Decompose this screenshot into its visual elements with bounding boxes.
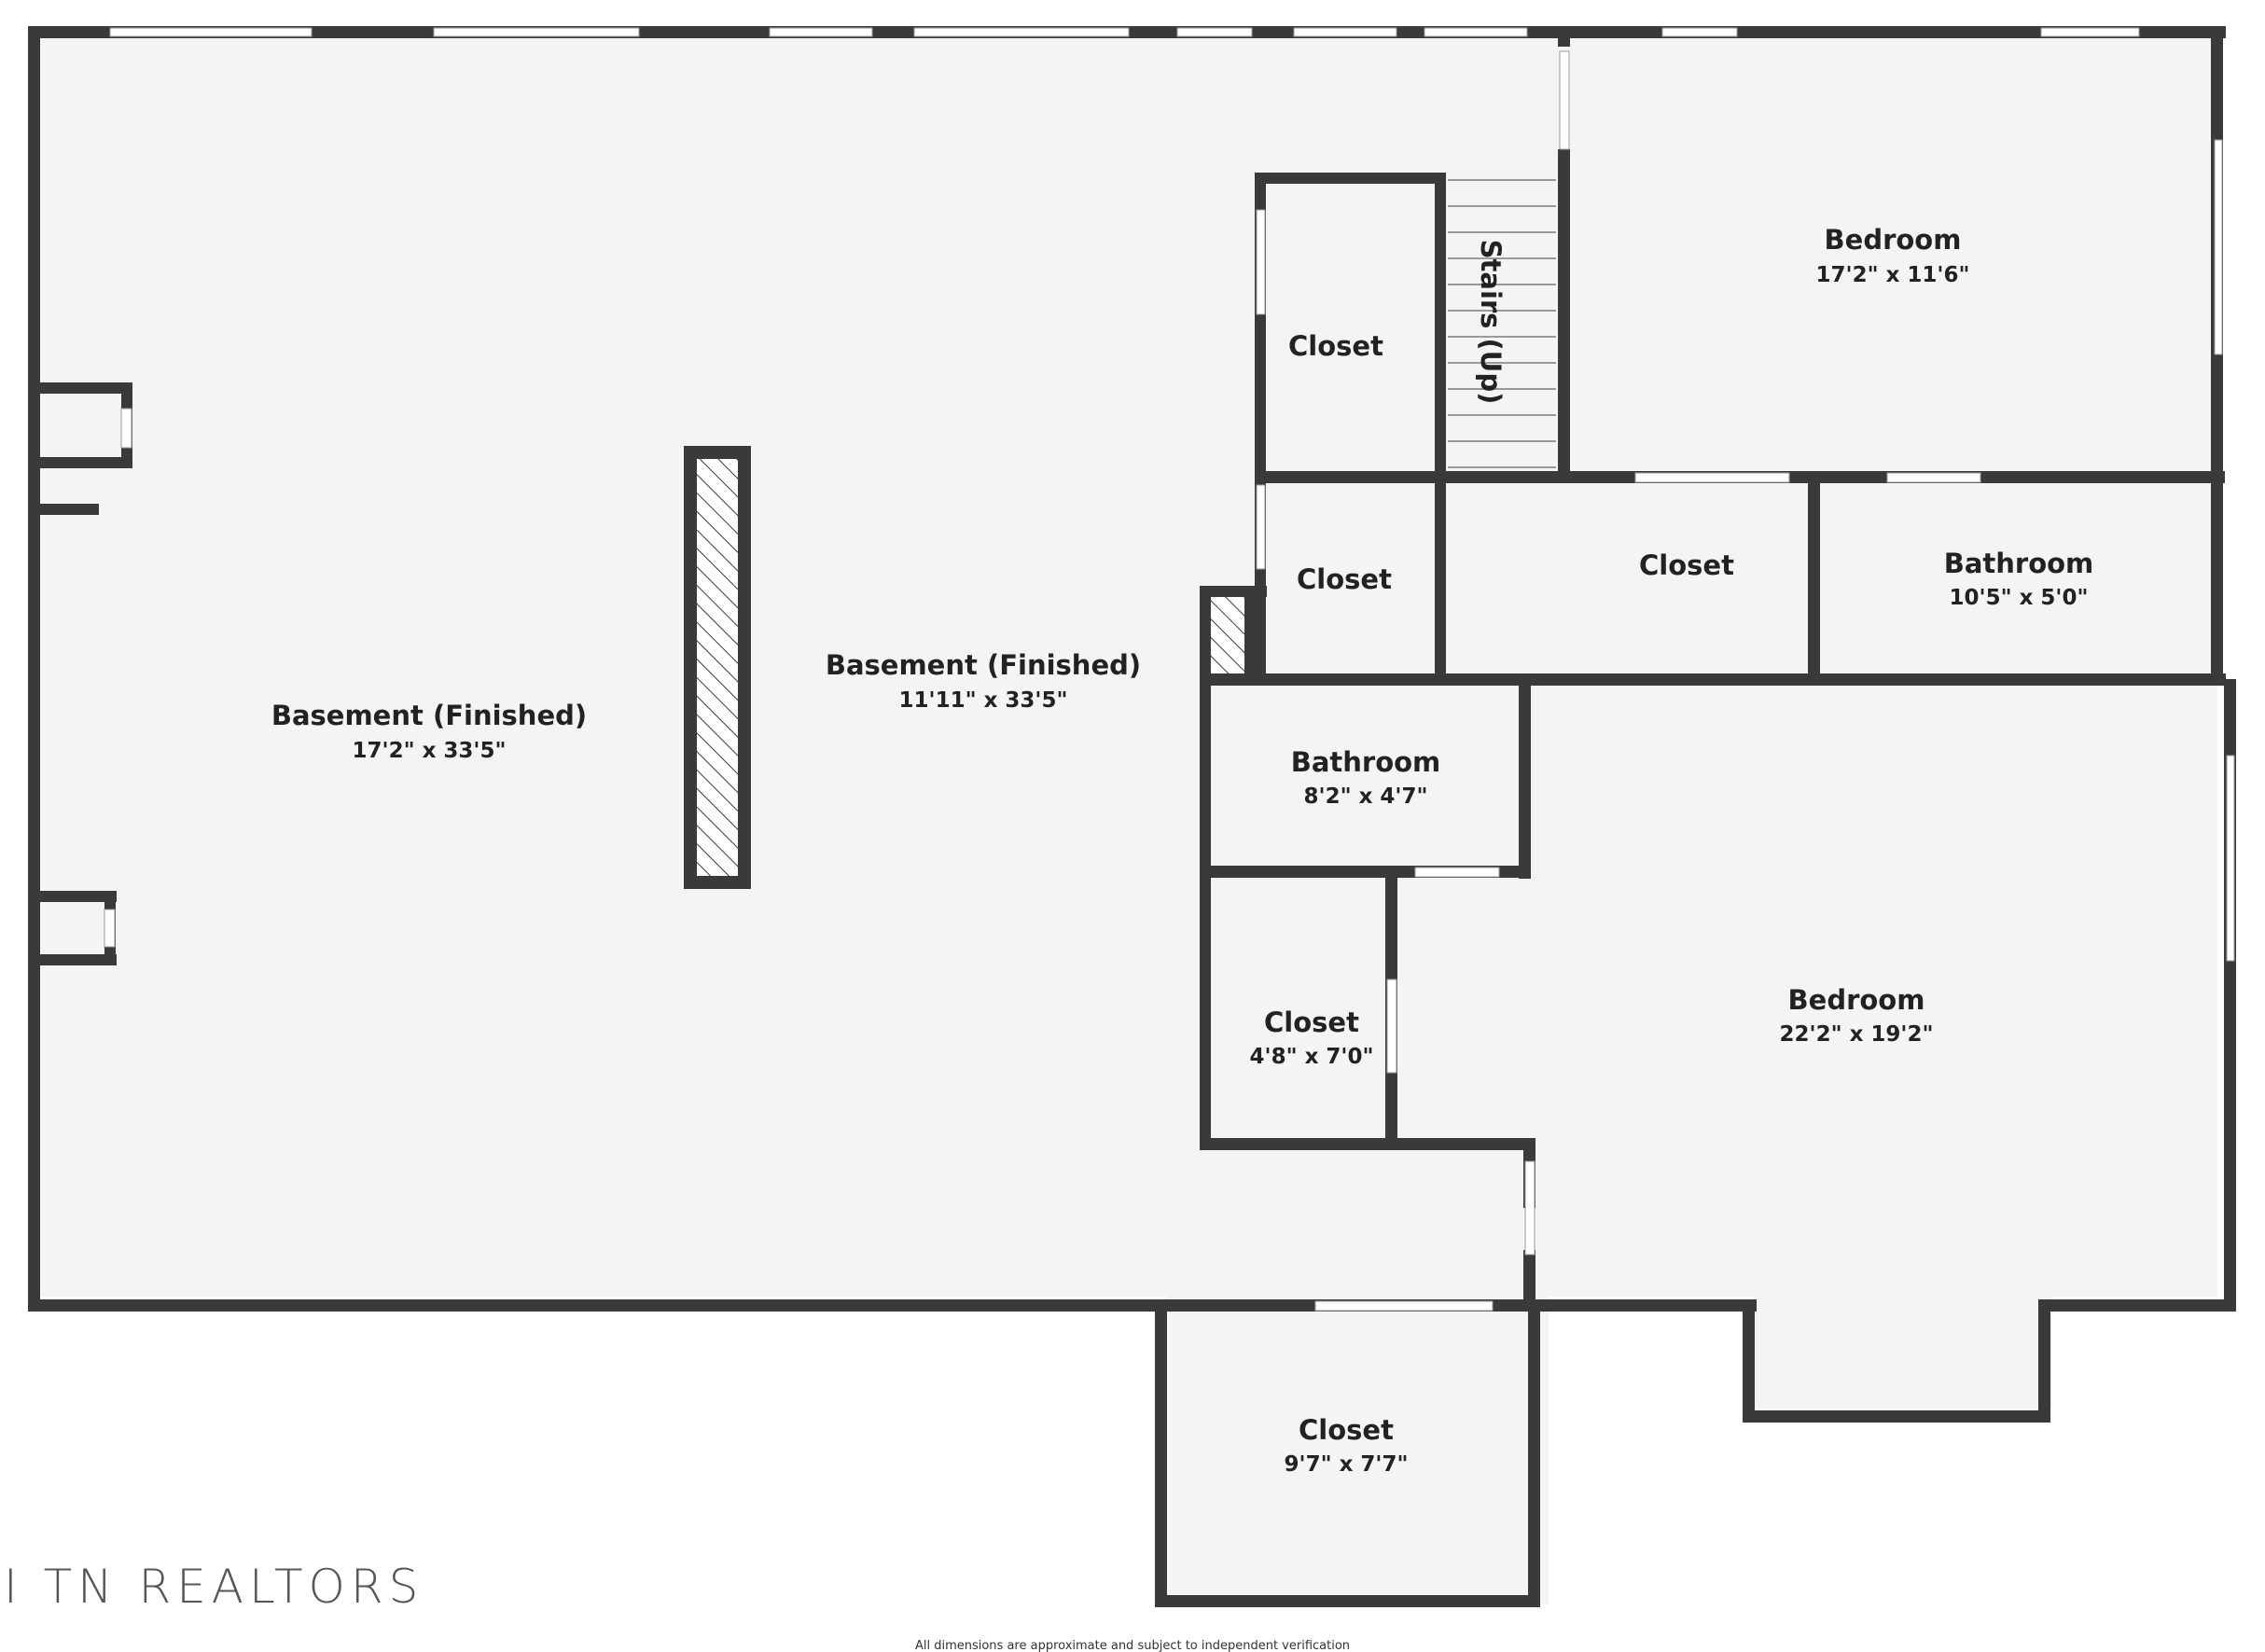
- disclaimer: All dimensions are approximate and subje…: [915, 1639, 1350, 1652]
- basement-right-name: Basement (Finished): [826, 649, 1141, 681]
- bathroom-right-name: Bathroom: [1944, 548, 2094, 579]
- room-labels: Basement (Finished) 17'2" x 33'5" Baseme…: [271, 224, 2093, 1477]
- stairs-name: Stairs (Up): [1475, 240, 1507, 405]
- basement-right-dim: 11'11" x 33'5": [899, 688, 1068, 713]
- closet-upper-name: Closet: [1288, 330, 1383, 362]
- closet-small-dim: 4'8" x 7'0": [1250, 1045, 1374, 1069]
- closet-bottom-dim: 9'7" x 7'7": [1285, 1452, 1409, 1477]
- support-column: [684, 446, 751, 889]
- basement-left-name: Basement (Finished): [271, 700, 587, 731]
- brand-logo: I TN REALTORS: [4, 1560, 424, 1614]
- windows: [109, 27, 2235, 962]
- bedroom-top-dim: 17'2" x 11'6": [1816, 263, 1970, 287]
- closet-small-name: Closet: [1264, 1006, 1359, 1038]
- bathroom-small-dim: 8'2" x 4'7": [1304, 784, 1428, 809]
- bathroom-small-name: Bathroom: [1291, 746, 1441, 778]
- closet-mid-b-name: Closet: [1639, 549, 1734, 581]
- closet-mid-a-name: Closet: [1297, 563, 1392, 595]
- basement-left-dim: 17'2" x 33'5": [353, 739, 507, 763]
- stairs-treads: [1448, 179, 1556, 468]
- bathroom-right-dim: 10'5" x 5'0": [1950, 586, 2089, 610]
- bedroom-top-name: Bedroom: [1825, 224, 1962, 256]
- closet-bottom-name: Closet: [1299, 1414, 1394, 1446]
- floor-area: [35, 37, 2217, 1604]
- door-openings: [1256, 50, 1981, 1312]
- alcove-openings: [104, 408, 132, 948]
- bedroom-main-dim: 22'2" x 19'2": [1780, 1022, 1934, 1047]
- bedroom-main-name: Bedroom: [1788, 984, 1925, 1016]
- hatched-stub: [1200, 586, 1256, 679]
